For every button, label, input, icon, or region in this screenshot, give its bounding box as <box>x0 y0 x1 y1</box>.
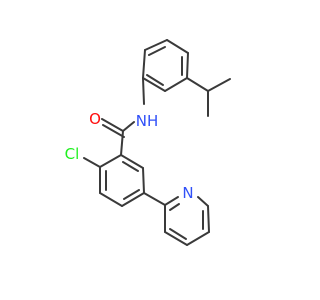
bond-double-inner <box>169 203 180 211</box>
bond <box>99 192 123 207</box>
bond-double-inner <box>146 74 164 86</box>
chlorine-atom-label: Cl <box>65 145 80 163</box>
bond <box>164 77 188 92</box>
bond <box>101 118 124 132</box>
bond <box>120 130 124 156</box>
bond-double-inner <box>123 189 140 200</box>
bond <box>186 77 209 92</box>
bond <box>164 231 188 246</box>
bond <box>121 192 145 207</box>
bond-double-inner <box>148 46 166 56</box>
bond <box>142 77 145 105</box>
bond-double-inner <box>122 161 139 172</box>
bond <box>186 52 189 79</box>
atom-labels: O NH Cl N <box>65 110 194 202</box>
bond <box>207 205 210 233</box>
oxygen-atom-label: O <box>89 110 101 128</box>
bond <box>143 192 166 206</box>
bond <box>186 231 210 246</box>
bond <box>166 39 189 54</box>
bond-double-outer <box>102 124 125 138</box>
pyridine-nitrogen-label: N <box>182 184 193 202</box>
bond <box>207 78 231 92</box>
bond <box>83 157 101 168</box>
amide-nitrogen-label: NH <box>136 112 159 130</box>
bond <box>142 167 145 194</box>
bond <box>164 196 179 206</box>
bond <box>122 121 135 132</box>
bond <box>99 154 122 168</box>
bond <box>197 196 209 207</box>
bond <box>142 77 166 92</box>
bond <box>142 49 146 79</box>
bond-double-inner <box>169 228 187 240</box>
bond-skeleton <box>83 39 231 246</box>
bond <box>144 39 168 51</box>
bond <box>120 154 144 169</box>
molecule-structure-diagram: O NH Cl N <box>65 39 231 246</box>
